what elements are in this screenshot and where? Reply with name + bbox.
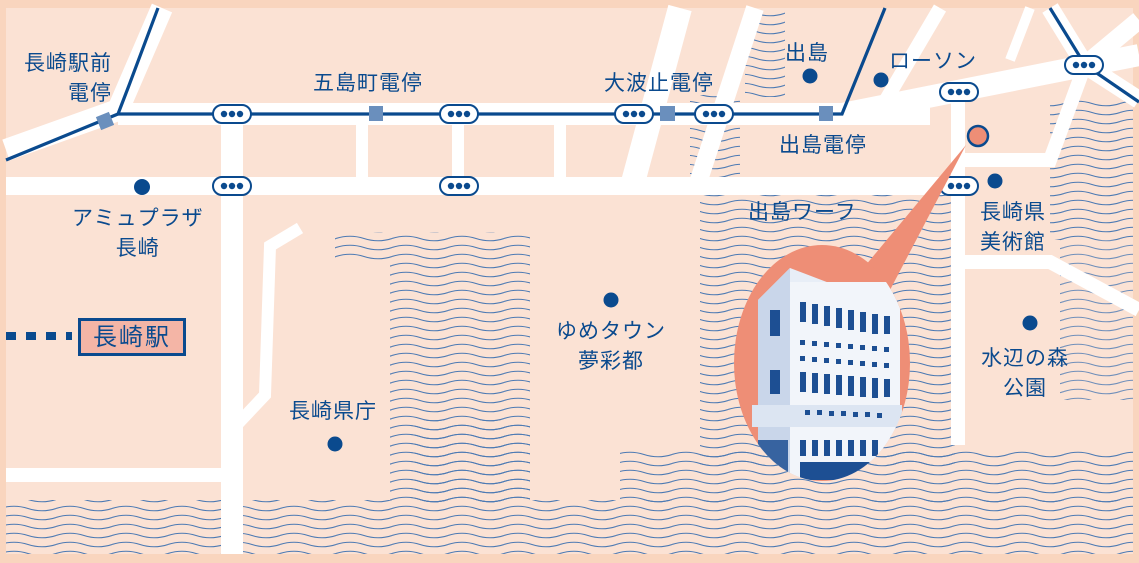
- landmark-dots: [134, 68, 1038, 452]
- building-illustration: [752, 268, 902, 480]
- tram-stop-markers: [95, 106, 833, 131]
- landmark-label-lawson: ローソン: [889, 49, 977, 73]
- landmark-label-art-museum: 長崎県 美術館: [980, 197, 1046, 257]
- landmark-label-dejima-wharf: 出島ワーフ: [748, 200, 857, 224]
- tram-stop-label-gotomachi: 五島町電停: [313, 71, 423, 95]
- label-line: 電停: [68, 81, 112, 105]
- label-line: 長崎県: [980, 200, 1046, 224]
- landmark-label-dejima: 出島: [785, 41, 829, 65]
- landmark-label-mizube-park: 水辺の森 公園: [981, 343, 1069, 403]
- label-line: アミュプラザ: [72, 206, 204, 230]
- landmark-label-amu-plaza: アミュプラザ 長崎: [72, 203, 204, 263]
- nagasaki-station-label: 長崎駅: [78, 318, 186, 356]
- tram-stop-label-ohato: 大波止電停: [604, 71, 714, 95]
- tram-stop-label-nagasaki-ekimae: 長崎駅前 電停: [18, 48, 112, 108]
- tram-stop-label-dejima: 出島電停: [779, 133, 867, 157]
- label-line: 水辺の森: [981, 346, 1069, 370]
- label-line: ゆめタウン: [556, 319, 666, 343]
- label-line: 夢彩都: [578, 349, 644, 373]
- landmark-label-prefectural-office: 長崎県庁: [289, 399, 377, 423]
- landmark-label-youme-town: ゆめタウン 夢彩都: [556, 316, 666, 376]
- label-line: 長崎: [115, 236, 160, 260]
- label-line: 公園: [1003, 376, 1047, 400]
- label-line: 美術館: [980, 230, 1046, 254]
- label-line: 長崎駅前: [24, 51, 112, 75]
- bus-stops: [212, 55, 1104, 196]
